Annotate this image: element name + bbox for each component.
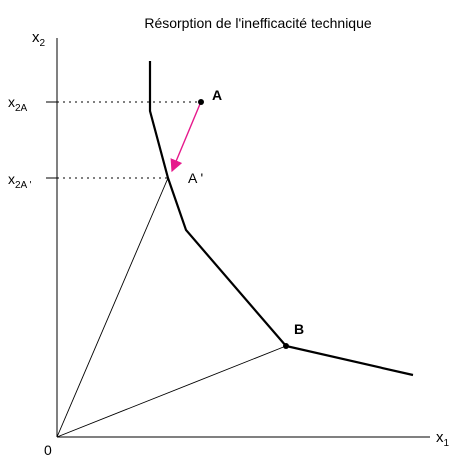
diagram-title: Résorption de l'inefficacité technique: [144, 15, 372, 31]
ray-origin-to-B: [56, 345, 287, 438]
ray-origin-to-A-prime: [56, 177, 169, 438]
tick-label-x2A: x2A: [8, 94, 28, 114]
point-A: [198, 99, 204, 105]
point-B: [283, 343, 289, 349]
point-label-A: A: [212, 87, 222, 103]
tick-label-x2A-prime: x2A ': [8, 171, 31, 191]
y-axis-label: x2: [32, 29, 46, 49]
efficiency-arrow: [170, 103, 201, 173]
isoquant-curve: [148, 61, 414, 377]
origin-label: 0: [44, 442, 52, 457]
point-label-A-prime: A ': [188, 170, 203, 186]
x-axis-label: x1: [436, 429, 450, 449]
point-label-B: B: [294, 321, 304, 337]
